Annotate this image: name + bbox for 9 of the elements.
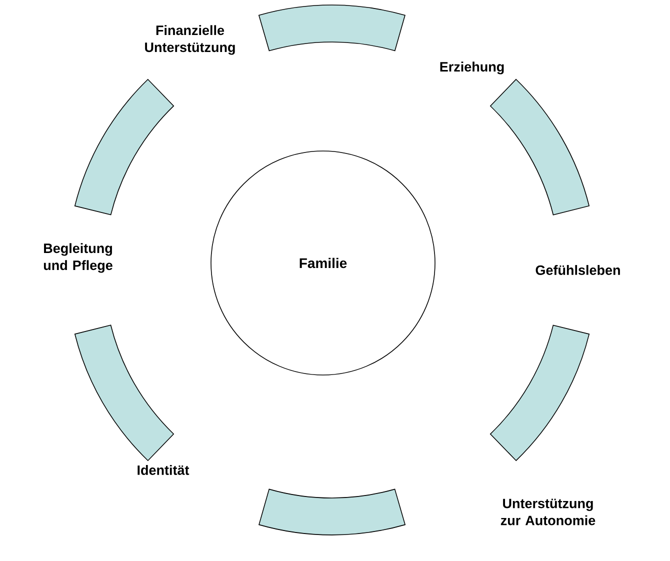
segment-label: Gefühlsleben [536,265,620,275]
segment-label: Begleitung und Pflege [44,243,112,273]
arc-segment [74,324,174,462]
arc-segment [74,79,174,216]
arc-segment [490,78,590,216]
arc-segment [490,324,590,461]
arc-segment [258,488,406,536]
segment-label: Finanzielle Unterstützung [145,25,235,55]
arc-segment [258,4,406,52]
